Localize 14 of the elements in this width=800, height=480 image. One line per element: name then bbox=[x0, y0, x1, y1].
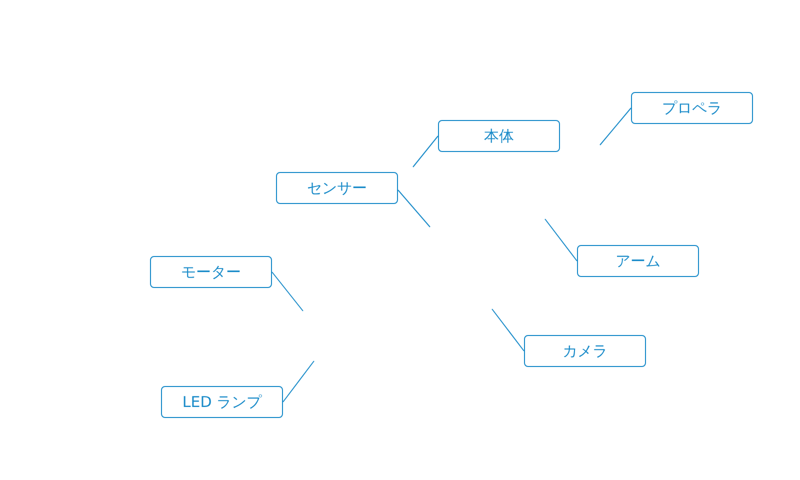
leader-line bbox=[412, 136, 438, 168]
leader-line bbox=[272, 272, 304, 312]
label-box: カメラ bbox=[524, 335, 646, 367]
label-box: センサー bbox=[276, 172, 398, 204]
leader-line bbox=[282, 360, 314, 402]
leader-line bbox=[600, 108, 632, 146]
leader-line bbox=[492, 308, 524, 352]
leader-line bbox=[398, 190, 430, 228]
label-box: アーム bbox=[577, 245, 699, 277]
label-box: 本体 bbox=[438, 120, 560, 152]
label-box: LED ランプ bbox=[161, 386, 283, 418]
leader-line bbox=[544, 218, 578, 262]
label-box: モーター bbox=[150, 256, 272, 288]
label-box: プロペラ bbox=[631, 92, 753, 124]
